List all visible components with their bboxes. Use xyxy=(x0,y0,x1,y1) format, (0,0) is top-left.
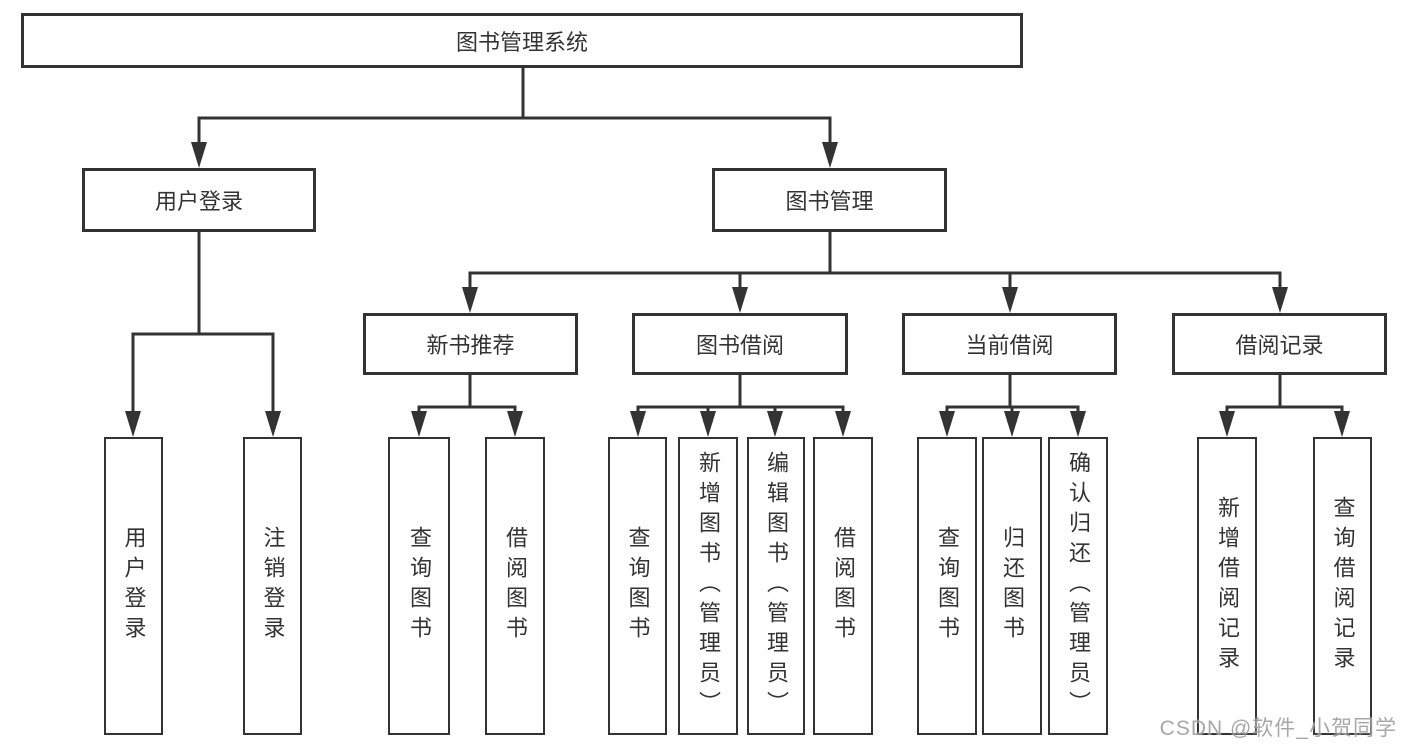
edge-records-to-leaves xyxy=(1219,373,1350,437)
node-leaf-borrow-books-2-label: 借阅图书 xyxy=(831,526,856,646)
edge-currentborrow-to-leaves xyxy=(939,373,1086,437)
csdn-watermark: CSDN @软件_小贺同学 xyxy=(1159,717,1397,740)
node-book-borrow: 图书借阅 xyxy=(632,313,848,375)
node-borrow-records: 借阅记录 xyxy=(1172,313,1387,375)
node-leaf-user-login-label: 用户登录 xyxy=(121,526,147,646)
node-leaf-borrow-books-1-label: 借阅图书 xyxy=(503,526,528,646)
node-leaf-add-borrow-record-label: 新增借阅记录 xyxy=(1215,496,1240,676)
edge-newbooks-to-leaves xyxy=(411,373,523,437)
node-leaf-query-borrow-record: 查询借阅记录 xyxy=(1313,437,1372,735)
node-login-branch-label: 用户登录 xyxy=(154,189,243,214)
node-leaf-logout: 注销登录 xyxy=(243,437,302,735)
node-new-books: 新书推荐 xyxy=(363,313,578,375)
node-leaf-borrow-books-2: 借阅图书 xyxy=(813,437,873,735)
node-leaf-add-borrow-record: 新增借阅记录 xyxy=(1197,437,1257,735)
node-leaf-confirm-return-admin-label: 确认归还（管理员） xyxy=(1066,451,1091,721)
node-leaf-query-borrow-record-label: 查询借阅记录 xyxy=(1330,496,1356,676)
node-leaf-query-books-1-label: 查询图书 xyxy=(407,526,432,646)
node-leaf-query-books-2: 查询图书 xyxy=(608,437,667,735)
node-current-borrow-label: 当前借阅 xyxy=(965,333,1054,358)
node-leaf-query-books-1: 查询图书 xyxy=(388,437,450,735)
node-current-borrow: 当前借阅 xyxy=(902,313,1117,375)
node-new-books-label: 新书推荐 xyxy=(426,333,515,358)
node-leaf-query-books-3-label: 查询图书 xyxy=(935,526,960,646)
node-leaf-confirm-return-admin: 确认归还（管理员） xyxy=(1048,437,1108,735)
node-leaf-return-books-label: 归还图书 xyxy=(1000,526,1025,646)
node-leaf-edit-books-admin-label: 编辑图书（管理员） xyxy=(764,451,789,721)
node-leaf-query-books-2-label: 查询图书 xyxy=(625,526,651,646)
node-management-branch-label: 图书管理 xyxy=(785,189,874,214)
node-book-borrow-label: 图书借阅 xyxy=(695,333,784,358)
node-root: 图书管理系统 xyxy=(21,13,1023,68)
node-leaf-add-books-admin-label: 新增图书（管理员） xyxy=(696,451,721,721)
node-leaf-edit-books-admin: 编辑图书（管理员） xyxy=(747,437,805,735)
edge-root-to-level2 xyxy=(191,66,838,168)
node-leaf-add-books-admin: 新增图书（管理员） xyxy=(678,437,738,735)
edge-bookborrow-to-leaves xyxy=(630,373,851,437)
node-root-label: 图书管理系统 xyxy=(455,29,588,55)
edge-login-to-leaves xyxy=(125,230,281,437)
node-management-branch: 图书管理 xyxy=(712,168,947,232)
node-leaf-return-books: 归还图书 xyxy=(982,437,1042,735)
edge-management-to-level3 xyxy=(462,230,1288,313)
node-leaf-query-books-3: 查询图书 xyxy=(917,437,977,735)
node-leaf-user-login: 用户登录 xyxy=(104,437,163,735)
node-borrow-records-label: 借阅记录 xyxy=(1235,333,1324,358)
node-leaf-logout-label: 注销登录 xyxy=(260,526,286,646)
node-login-branch: 用户登录 xyxy=(82,168,316,232)
node-leaf-borrow-books-1: 借阅图书 xyxy=(485,437,545,735)
